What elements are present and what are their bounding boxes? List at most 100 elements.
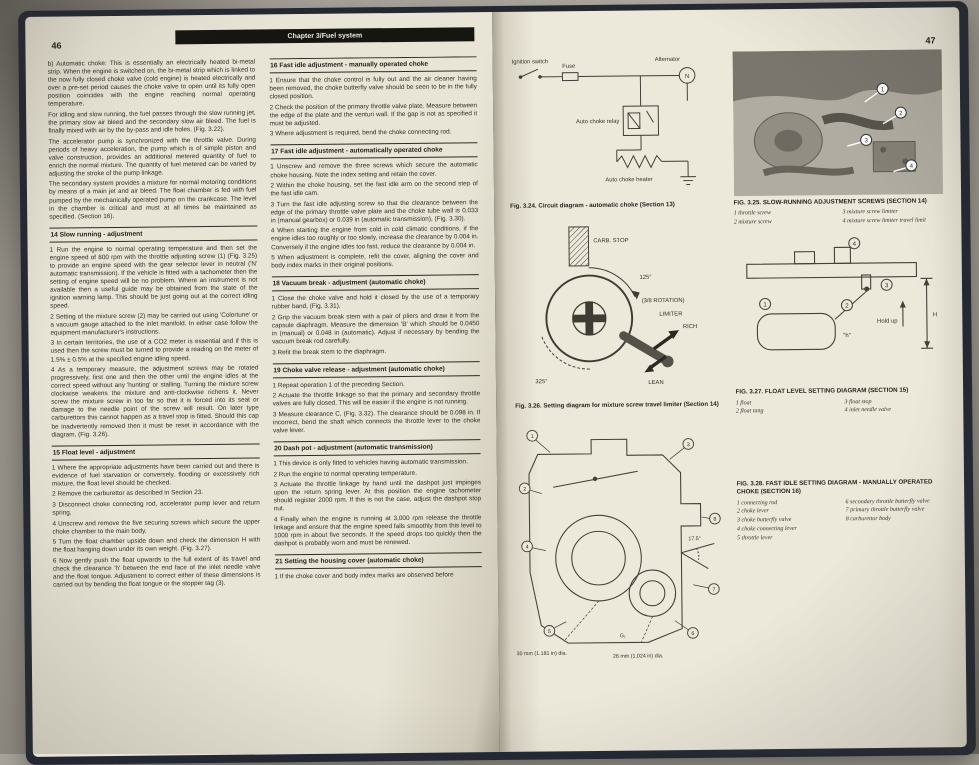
callout-number: 3 (687, 442, 690, 448)
legend-item: 2 float tang (736, 407, 837, 417)
paragraph: 2 Check the position of the primary thro… (270, 102, 478, 128)
engine-photo: 1 2 3 4 (732, 49, 943, 196)
label-dim-h: "h" (843, 333, 851, 339)
callout-number: 4 (526, 544, 529, 550)
column-1: b) Automatic choke: This is essentially … (48, 59, 263, 747)
figure-caption: Fig. 3.26. Setting diagram for mixture s… (512, 401, 722, 411)
legend-item: 5 throttle lever (737, 533, 838, 543)
paragraph: 1 Close the choke valve and hold it clos… (272, 293, 480, 311)
paragraph: 4 Finally when the engine is running at … (274, 514, 482, 548)
label-lean: LEAN (648, 380, 663, 386)
paragraph: 1 Run the engine to normal operating tem… (50, 244, 258, 311)
section-heading-16: 16 Fast idle adjustment - manually opera… (269, 56, 477, 73)
section-heading-21: 21 Setting the housing cover (automatic … (274, 552, 482, 569)
page-number-right: 47 (925, 35, 935, 45)
figure-3-28-caption-block: FIG. 3.28. FAST IDLE SETTING DIAGRAM - M… (737, 475, 947, 542)
paragraph: 1 Where the appropriate adjustments have… (52, 462, 260, 488)
chapter-header-bar: Chapter 3/Fuel system (175, 27, 474, 44)
section-heading-18: 18 Vacuum break - adjustment (automatic … (271, 274, 479, 291)
page-right: 47 (492, 7, 967, 752)
figure-3-24: Ignition switch Fuse Alternator N Auto c… (509, 52, 720, 211)
chapter-title: Chapter 3/Fuel system (287, 32, 362, 40)
legend-item: 4 inlet needle valve (845, 406, 946, 416)
paragraph: 3 Where adjustment is required, bend the… (270, 129, 478, 139)
paragraph: 2 Remove the carburettor as described in… (52, 489, 260, 499)
callout-number: 6 (691, 631, 694, 637)
paragraph: The accelerator pump is synchronized wit… (48, 136, 256, 178)
mixture-screw-diagram: CARB. STOP 125° (3/8 ROTATION) LIMITER R… (510, 218, 721, 400)
paragraph: 4 When starting the engine from cold in … (271, 226, 479, 252)
callout-number: 2 (523, 486, 526, 492)
paragraph: 2 Grip the vacuum break stem with a pair… (272, 312, 480, 346)
paragraph: 3 Actuate the throttle linkage by hand u… (274, 479, 482, 513)
circuit-diagram: Ignition switch Fuse Alternator N Auto c… (509, 52, 720, 200)
label-alternator-n: N (685, 74, 689, 80)
legend-item: 4 mixture screw limiter travel limit (843, 216, 944, 226)
paragraph: 2 Within the choke housing, set the fast… (270, 180, 478, 198)
callout-markers: 1 2 3 4 5 6 7 8 (519, 428, 722, 640)
paragraph: 3 In certain territories, the use of a C… (51, 338, 259, 364)
label-dia-30mm: 30 mm (1.181 in) dia. (517, 650, 567, 657)
label-125-deg: 125° (640, 275, 652, 281)
paragraph: 5 When adjustment is complete, refit the… (271, 252, 479, 270)
paragraph: 1 If the choke cover and body index mark… (274, 571, 482, 581)
column-2: 16 Fast idle adjustment - manually opera… (269, 56, 484, 744)
callout-number: 1 (531, 434, 534, 440)
paragraph: 3 Measure clearance C, (Fig. 3.32). The … (273, 409, 481, 435)
paragraph: 2 Actuate the throttle linkage so that t… (273, 390, 481, 408)
callout-number: 5 (548, 629, 551, 635)
label-auto-choke-relay: Auto choke relay (576, 119, 620, 125)
figure-3-26: CARB. STOP 125° (3/8 ROTATION) LIMITER R… (510, 218, 721, 412)
legend-item: 8 carburettor body (846, 514, 947, 524)
text-columns: b) Automatic choke: This is essentially … (48, 56, 484, 746)
label-rotation: (3/8 ROTATION) (642, 298, 685, 304)
label-carb-stop: CARB. STOP (593, 238, 628, 244)
paragraph: 2 Run the engine to normal operating tem… (273, 469, 481, 479)
figure-caption: Fig. 3.24. Circuit diagram - automatic c… (510, 201, 720, 211)
label-auto-choke-heater: Auto choke heater (605, 177, 652, 183)
page-left: 46 Chapter 3/Fuel system b) Automatic ch… (25, 12, 500, 757)
paragraph: b) Automatic choke: This is essentially … (48, 59, 256, 110)
figure-caption: FIG. 3.27. FLOAT LEVEL SETTING DIAGRAM (… (736, 387, 946, 397)
paragraph: The secondary system provides a mixture … (49, 179, 257, 221)
label-fuse: Fuse (562, 64, 575, 70)
paragraph: 5 Turn the float chamber upside down and… (53, 537, 261, 555)
figure-legend: 1 throttle screw 2 mixture screw 3 mixtu… (734, 208, 944, 228)
callout-number: 7 (712, 587, 715, 593)
open-book: 46 Chapter 3/Fuel system b) Automatic ch… (18, 1, 976, 765)
paragraph: 1 Repeat operation 1 of the preceding Se… (272, 380, 480, 390)
paragraph: 3 Refit the break stem to the diaphragm. (272, 347, 480, 357)
figure-caption: FIG. 3.28. FAST IDLE SETTING DIAGRAM - M… (737, 478, 947, 496)
label-ignition-switch: Ignition switch (512, 59, 549, 65)
label-limiter: LIMITER (659, 312, 682, 318)
legend-item: 2 mixture screw (734, 217, 835, 227)
section-heading-20: 20 Dash pot - adjustment (automatic tran… (273, 439, 481, 456)
label-alternator: Alternator (655, 57, 680, 63)
figure-legend: 1 connecting rod 2 choke lever 3 choke b… (737, 497, 947, 543)
paragraph: 1 Unscrew and remove the three screws wh… (270, 162, 478, 180)
label-rich: RICH (683, 324, 697, 330)
label-hold-up: Hold up (877, 318, 898, 324)
page-number-left: 46 (51, 41, 61, 51)
label-g1: G₁ (620, 633, 626, 639)
carburettor-diagram: 1 2 3 4 5 6 7 8 17.5° G₁ 30 mm (512, 418, 724, 661)
float-level-diagram: 1 2 3 4 Hold up H "h" (734, 234, 945, 386)
figure-column-left: Ignition switch Fuse Alternator N Auto c… (509, 52, 726, 744)
callout-number: 8 (713, 516, 716, 522)
section-heading-15: 15 Float level - adjustment (52, 443, 260, 460)
paragraph: 6 Now gently push the float upwards to t… (53, 555, 261, 589)
paragraph: 3 Turn the fast idle adjusting screw so … (271, 199, 479, 225)
figures-area: Ignition switch Fuse Alternator N Auto c… (509, 49, 949, 743)
paragraph: 4 As a temporary measure, the adjustment… (51, 365, 259, 440)
paragraph: For idling and slow running, the fuel pa… (48, 109, 256, 135)
paragraph: 4 Unscrew and remove the five securing s… (52, 518, 260, 536)
callout-markers: 1 2 3 4 (758, 237, 891, 311)
section-heading-17: 17 Fast idle adjustment - automatically … (270, 143, 478, 160)
figure-column-right: 1 2 3 4 FIG. 3.25. SLOW-RUNNING ADJUSTME… (732, 49, 949, 741)
label-angle: 17.5° (688, 536, 701, 542)
label-325-deg: 325° (535, 379, 547, 385)
paragraph: 2 Setting of the mixture screw (2) may b… (50, 311, 258, 337)
section-heading-19: 19 Choke valve release - adjustment (aut… (272, 361, 480, 378)
section-heading-14: 14 Slow running - adjustment (49, 225, 257, 242)
